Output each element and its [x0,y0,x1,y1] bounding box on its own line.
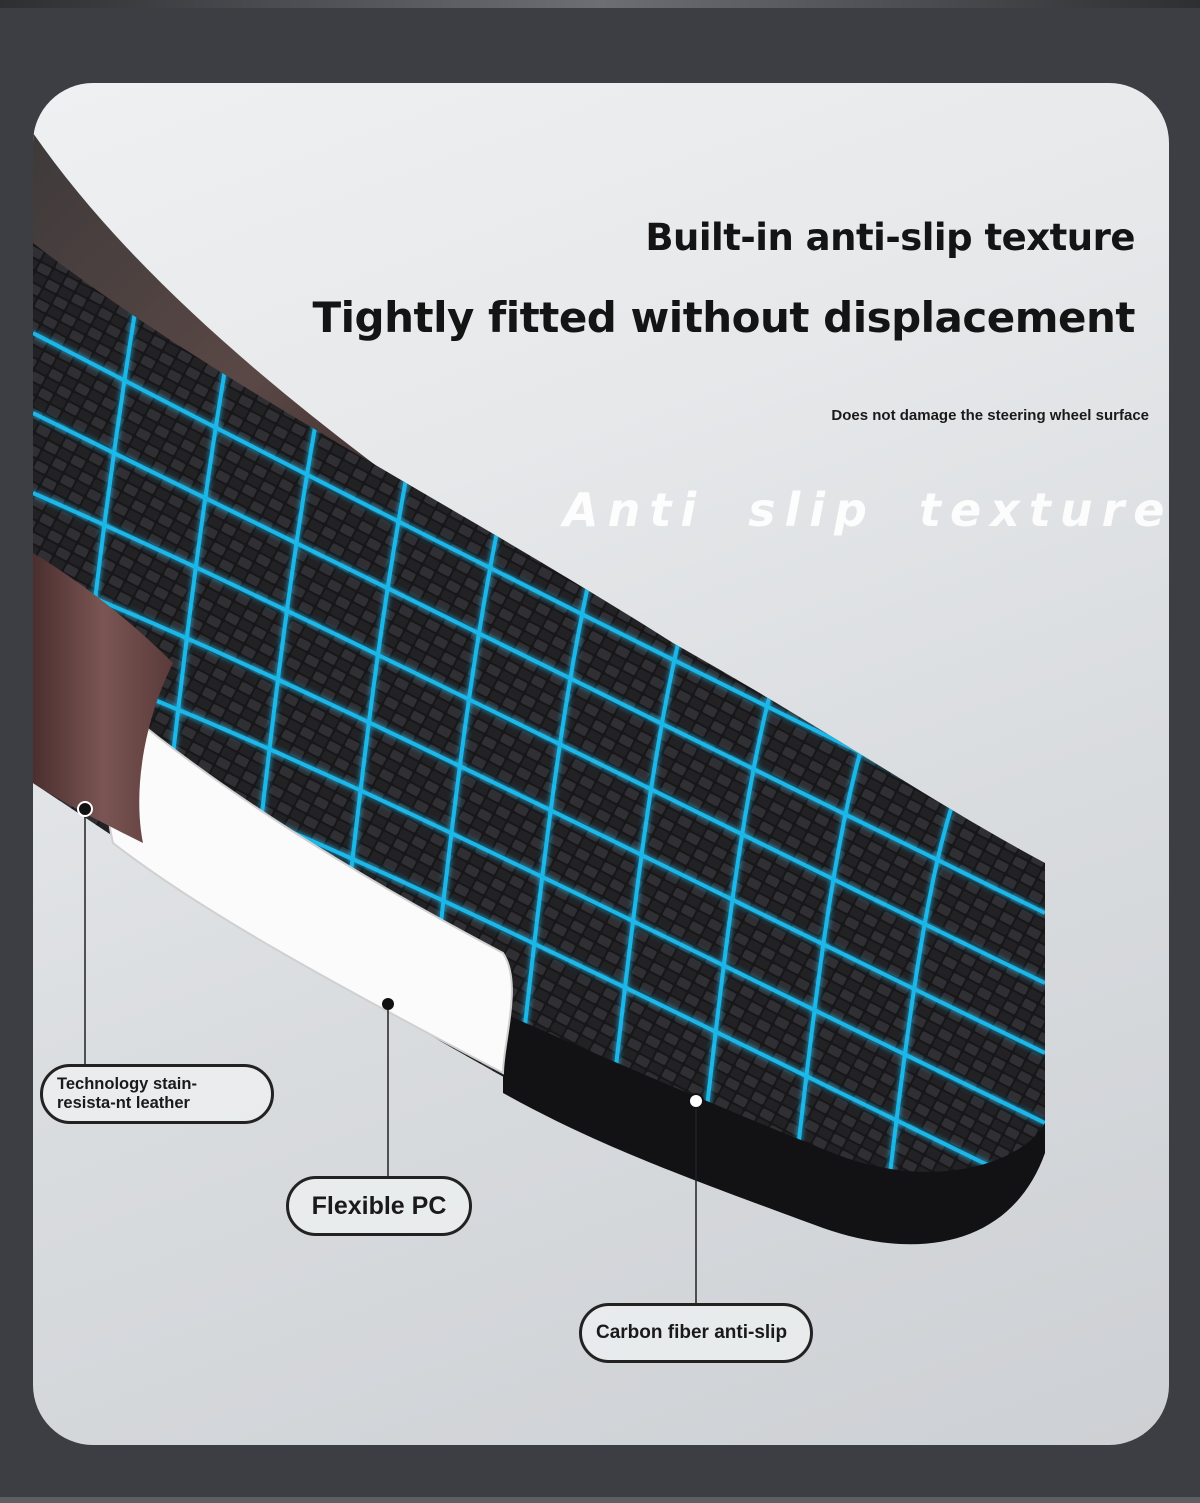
pc-marker-dot [382,998,394,1010]
lower-pc-layer [107,711,513,1075]
steering-cover-illustration [33,133,1045,1303]
carbon-label-text: Carbon fiber anti-slip [596,1322,788,1343]
subtitle: Does not damage the steering wheel surfa… [831,407,1149,424]
carbon-fiber-band [33,243,1045,1241]
headline-primary: Built-in anti-slip texture [645,216,1135,259]
leather-label-text: Technology stain-resista-nt leather [57,1075,197,1112]
leather-label: Technology stain-resista-nt leather [40,1064,274,1124]
pc-label-text: Flexible PC [311,1191,447,1220]
carbon-label: Carbon fiber anti-slip [579,1303,813,1363]
top-strip [0,0,1200,8]
leather-marker-dot [77,801,93,817]
headline-secondary: Tightly fitted without displacement [312,293,1136,342]
pc-label: Flexible PC [286,1176,472,1236]
channel-edge [503,1013,1045,1245]
bottom-strip [0,1497,1200,1503]
lower-leather-layer [33,553,173,843]
carbon-marker-dot [688,1093,704,1109]
watermark-text: Anti slip texture [563,483,1169,537]
product-card: Built-in anti-slip texture Tightly fitte… [33,83,1169,1445]
